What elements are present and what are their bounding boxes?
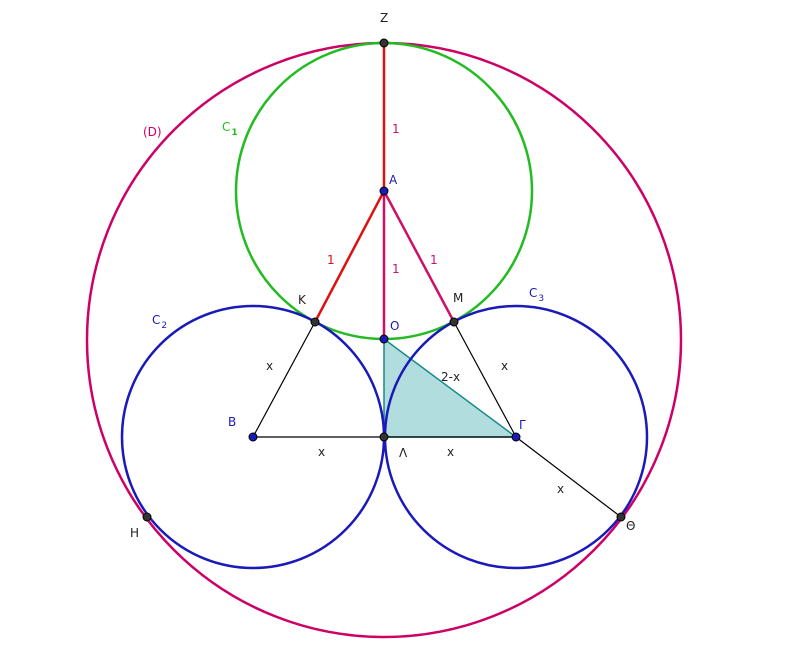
point-Th [616,512,626,522]
label-circle-C3: C3 [529,286,544,304]
label-circle-C1: C1 [222,120,238,138]
point-A [379,186,389,196]
label-point-H: H [130,526,139,540]
label-point-K: K [298,293,307,307]
label-circle-C2-letter: C [152,313,160,327]
point-K [310,317,320,327]
label-circle-C2-sub: 2 [161,321,167,331]
point-Z [379,38,389,48]
label-circle-D: (D) [143,125,162,139]
point-L [379,432,389,442]
label-circle-C1-sub: 1 [231,128,237,138]
label-length-ZA: 1 [392,122,400,136]
label-length-MG: x [501,359,508,373]
label-point-A: A [389,173,398,187]
label-circle-C2: C2 [152,313,167,331]
segment-A-K [313,190,386,323]
segment-G-Th [515,436,622,518]
label-circle-C3-sub: 3 [538,294,544,304]
label-length-OG: 2-x [441,370,460,384]
label-length-AM: 1 [430,253,438,267]
label-point-M: M [453,291,463,305]
label-length-GTh: x [557,482,564,496]
label-point-L: Λ [399,446,408,460]
point-G [511,432,521,442]
shaded-triangle-O-L-G [383,337,519,438]
point-O [379,334,389,344]
segment-B-K [252,321,316,438]
label-length-LG: x [447,445,454,459]
label-point-Th: Θ [626,519,635,533]
label-length-BL: x [318,445,325,459]
label-point-G: Γ [519,418,526,432]
label-point-O: O [390,319,399,333]
label-circle-C1-letter: C [222,120,230,134]
label-point-B: B [228,415,236,429]
segment-A-M [382,190,456,323]
label-length-AK: 1 [327,253,335,267]
label-length-BK: x [266,359,273,373]
point-M [449,317,459,327]
label-point-Z: Z [380,11,388,25]
label-length-AO: 1 [392,262,400,276]
point-H [142,512,152,522]
point-B [248,432,258,442]
segment-M-G [453,321,517,438]
label-circle-C3-letter: C [529,286,537,300]
